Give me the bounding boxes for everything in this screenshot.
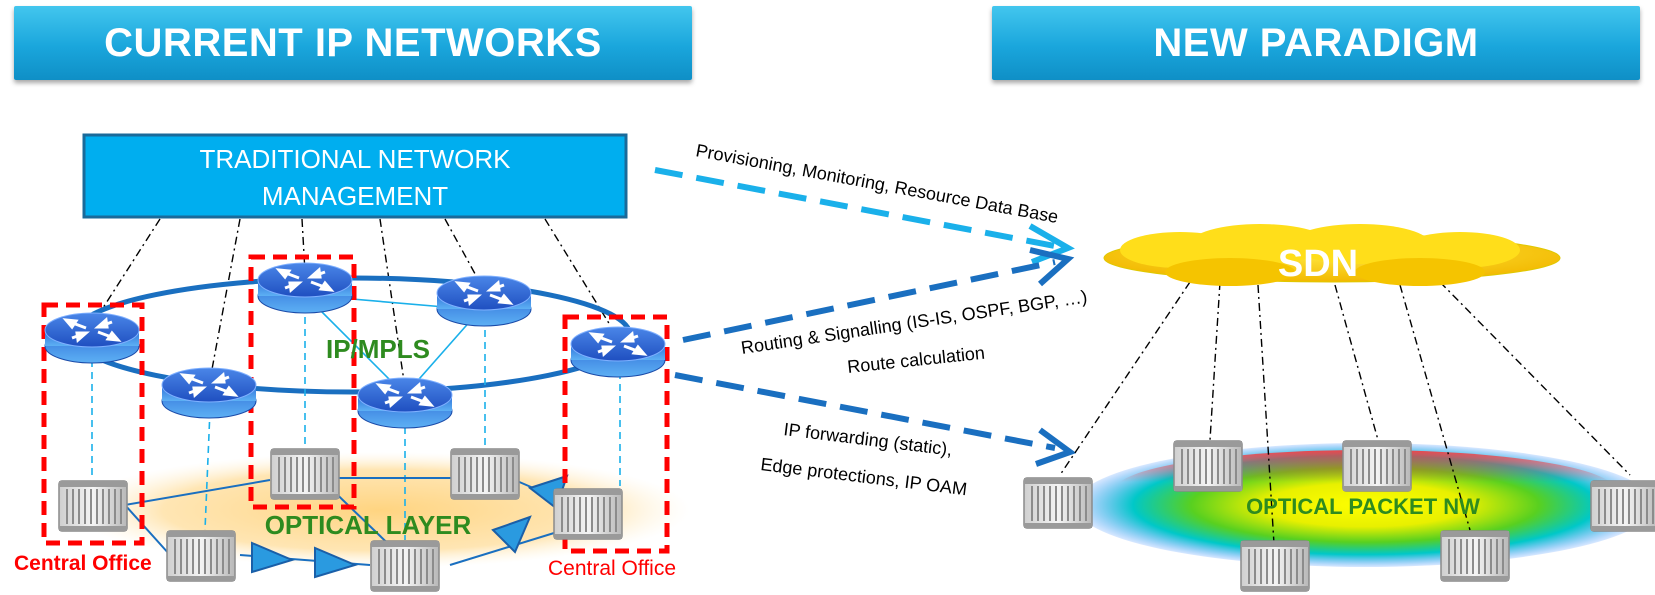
arrow-forwarding	[674, 372, 1077, 467]
management-line-1: TRADITIONAL NETWORK	[199, 144, 511, 174]
arrow-forwarding-label-2: Edge protections, IP OAM	[760, 454, 969, 499]
central-office-left-frame	[41, 302, 145, 546]
arrow-routing	[682, 247, 1075, 343]
flow-triangle	[314, 546, 358, 579]
optical-node-icon	[553, 488, 623, 540]
optical-node-icon	[1342, 440, 1412, 492]
central-office-right-label: Central Office	[548, 557, 676, 580]
optical-node-icon	[1173, 440, 1243, 492]
banner-new-paradigm: NEW PARADIGM	[992, 6, 1640, 80]
sdn-label: SDN	[1278, 243, 1358, 285]
router-icon	[356, 376, 454, 430]
arrow-routing-label-2: Route calculation	[846, 343, 985, 377]
router-icon	[569, 325, 667, 379]
central-office-right-frame	[562, 314, 670, 554]
optical-layer-label: OPTICAL LAYER	[265, 510, 472, 540]
sdn-cloud: SDN	[1103, 224, 1561, 286]
router-icon	[43, 311, 141, 365]
optical-packet-nw-label: OPTICAL PACKET NW	[1246, 494, 1480, 519]
banner-current-ip-networks: CURRENT IP NETWORKS	[14, 6, 692, 80]
arrow-routing-label-1: Routing & Signalling (IS-IS, OSPF, BGP, …	[740, 286, 1089, 357]
sdn-links	[1059, 281, 1631, 561]
management-line-2: MANAGEMENT	[262, 181, 448, 211]
router-icon	[160, 366, 258, 420]
router-icon	[256, 261, 354, 315]
traditional-network-management-box: TRADITIONAL NETWORK MANAGEMENT	[82, 133, 628, 219]
optical-node-icon	[270, 448, 340, 500]
flow-triangle	[491, 515, 532, 554]
optical-node-icon	[1023, 477, 1093, 529]
ip-mpls-label: IP/MPLS	[326, 334, 430, 364]
central-office-left-label: Central Office	[14, 552, 152, 575]
router-icon	[435, 274, 533, 328]
optical-node-icon	[1590, 480, 1655, 532]
optical-node-icon	[1240, 540, 1310, 592]
flow-triangle	[251, 541, 295, 574]
optical-node-icon	[1440, 530, 1510, 582]
optical-node-icon	[58, 480, 128, 532]
optical-node-icon	[370, 540, 440, 592]
optical-node-icon	[166, 530, 236, 582]
arrow-provisioning	[654, 167, 1075, 265]
optical-node-icon	[450, 448, 520, 500]
